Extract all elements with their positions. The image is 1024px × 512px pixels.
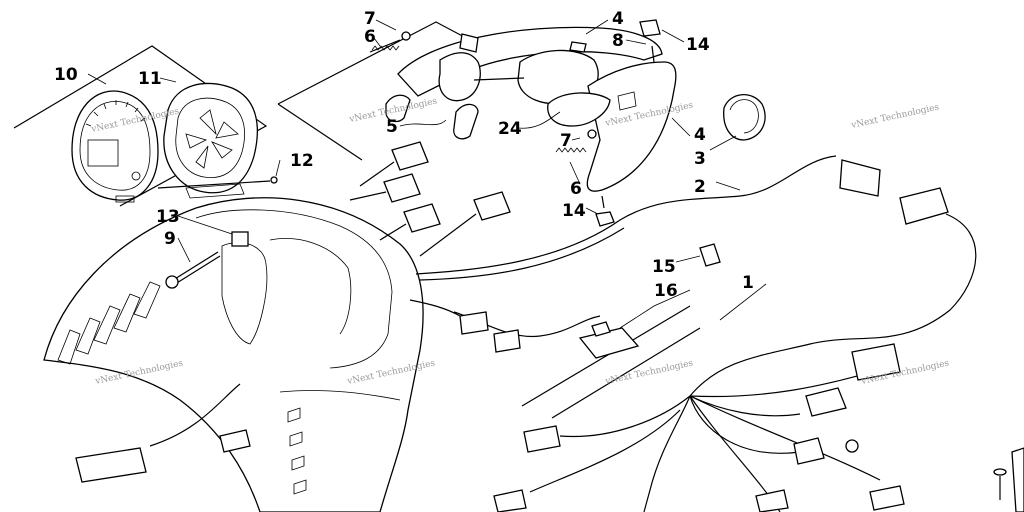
callout-8: 8 [612,31,624,51]
leader-lines [87,19,767,329]
callout-6-lower: 6 [570,179,582,199]
wire-harness [75,155,977,512]
group-bracket-harness [521,305,701,419]
callout-15: 15 [652,257,676,277]
wire-clip [699,243,721,267]
gauge-housing [163,82,258,199]
callout-7-upper: 7 [364,9,376,29]
screw-lower [587,129,597,139]
watermark: vNext Technologies [850,102,941,131]
clip-upper [639,19,661,63]
spring-lower [555,147,587,153]
callout-12: 12 [290,151,314,171]
adhesive-pad [578,321,640,359]
callout-2: 2 [694,177,706,197]
callout-13: 13 [156,207,180,227]
callout-labels: 1 2 3 4 4 5 6 6 7 7 8 9 10 11 12 13 14 1… [54,9,754,301]
callout-6-upper: 6 [364,27,376,47]
callout-14-upper: 14 [686,35,710,55]
screw-upper [401,31,411,41]
bulb-socket [385,94,479,140]
callout-14-lower: 14 [562,201,586,221]
callout-16: 16 [654,281,678,301]
callout-9: 9 [164,229,176,249]
headlight-housing [397,26,663,105]
headlight-cover [547,61,677,192]
clip-lower [595,195,615,227]
callout-7-lower: 7 [560,131,572,151]
callout-11: 11 [138,69,162,89]
connector-group [349,141,511,257]
callout-4-lower: 4 [694,125,706,145]
callout-10: 10 [54,65,78,85]
front-fairing [43,197,424,512]
callout-3: 3 [694,149,706,169]
watermark: vNext Technologies [604,358,695,387]
bolt [165,251,221,289]
callout-4-upper: 4 [612,9,624,29]
screw [157,176,278,189]
callout-5: 5 [386,117,398,137]
speedometer-gauge [71,90,159,203]
callout-1: 1 [742,273,754,293]
group-bracket-headlight [277,21,471,161]
spring-upper [369,39,401,53]
switch [231,231,249,247]
callout-24: 24 [498,119,522,139]
retaining-ring [723,94,766,141]
bolt-bottom-right [993,447,1024,512]
